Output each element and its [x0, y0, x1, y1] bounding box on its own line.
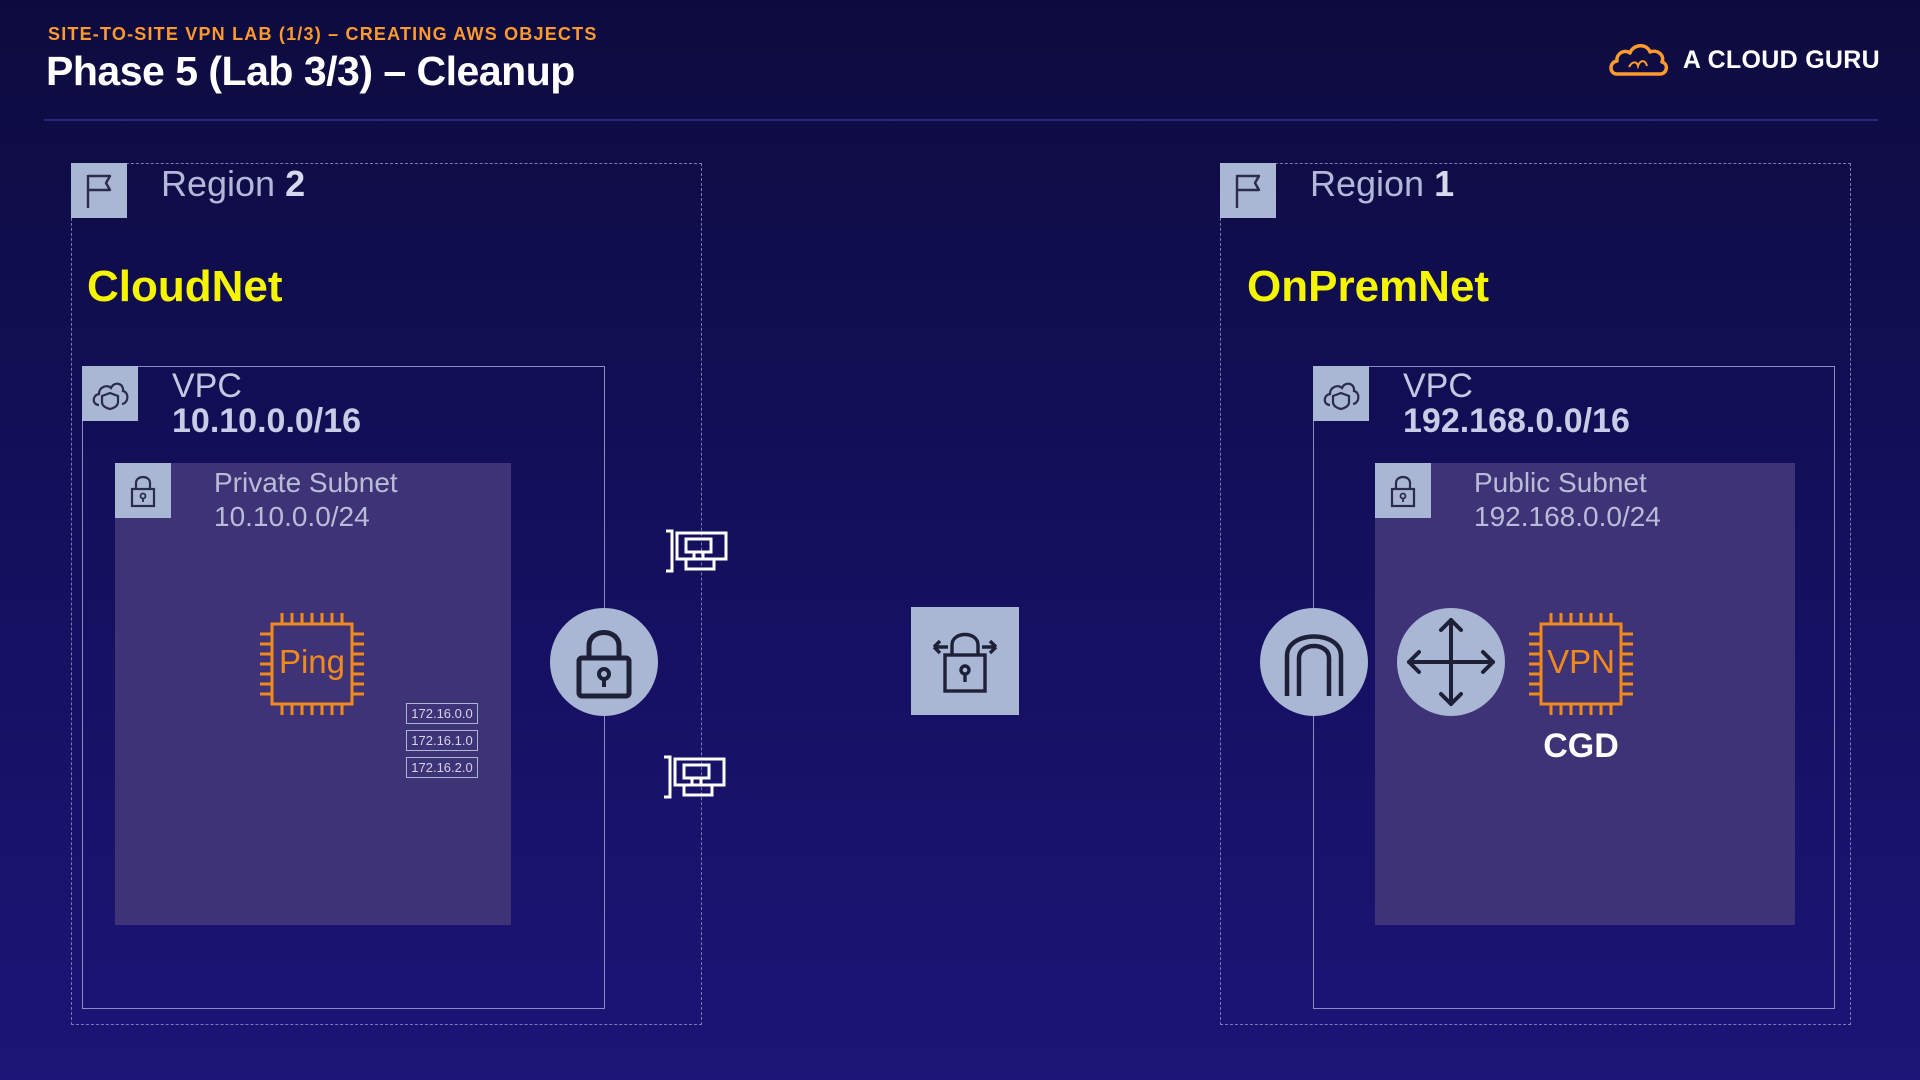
cloud-shield-icon [1313, 366, 1369, 421]
vpn-connection-icon[interactable] [911, 607, 1019, 715]
header-divider [44, 119, 1878, 121]
flag-icon [71, 163, 127, 218]
subnet-cidr: 10.10.0.0/24 [214, 501, 370, 532]
arrows-cross-icon[interactable] [1397, 608, 1505, 716]
region-number: 1 [1434, 163, 1455, 204]
ec2-chip-icon[interactable]: Ping [256, 609, 368, 719]
flag-icon [1220, 163, 1276, 218]
page-title: Phase 5 (Lab 3/3) – Cleanup [46, 48, 575, 94]
route-entry: 172.16.2.0 [406, 757, 478, 778]
internet-gateway-icon[interactable] [1260, 608, 1368, 716]
vpn-gateway-icon[interactable] [550, 608, 658, 716]
route-entry: 172.16.0.0 [406, 703, 478, 724]
cloudnet-title: CloudNet [87, 262, 283, 311]
brand-logo: A CLOUD GURU [1607, 40, 1880, 80]
onpremnet-title: OnPremNet [1247, 262, 1490, 311]
vpc-cidr: 192.168.0.0/16 [1403, 402, 1630, 440]
region-2-boundary [71, 163, 702, 1025]
region-1-boundary [1220, 163, 1851, 1025]
network-card-icon [664, 529, 730, 578]
subnet-name: Public Subnet [1474, 467, 1647, 498]
lab-kicker: SITE-TO-SITE VPN LAB (1/3) – CREATING AW… [48, 24, 598, 44]
subnet-name: Private Subnet [214, 467, 398, 498]
vpc-label: VPC [1403, 367, 1473, 405]
network-card-icon [662, 755, 728, 804]
cloud-logo-icon [1609, 44, 1668, 76]
private-subnet-label: Private Subnet 10.10.0.0/24 [214, 466, 398, 534]
route-entry: 172.16.1.0 [406, 730, 478, 751]
vpc-cidr: 10.10.0.0/16 [172, 402, 362, 440]
brand-name: A CLOUD GURU [1682, 45, 1880, 74]
region-number: 2 [285, 163, 306, 204]
instance-label: VPN [1547, 643, 1615, 680]
cgd-caption: CGD [1543, 727, 1619, 765]
padlock-icon [1375, 463, 1431, 518]
cloud-shield-icon [82, 366, 138, 421]
route-table: 172.16.0.0 172.16.1.0 172.16.2.0 [406, 703, 478, 778]
region-word: Region [161, 163, 276, 204]
public-subnet-label: Public Subnet 192.168.0.0/24 [1474, 466, 1661, 534]
ec2-chip-icon[interactable]: VPN [1525, 609, 1637, 719]
region-1-label: Region 1 [1310, 163, 1454, 205]
subnet-cidr: 192.168.0.0/24 [1474, 501, 1661, 532]
region-2-label: Region 2 [161, 163, 305, 205]
instance-label: Ping [278, 643, 346, 680]
region-word: Region [1310, 163, 1425, 204]
padlock-icon [115, 463, 171, 518]
vpc-label: VPC [172, 367, 242, 405]
private-subnet [115, 463, 511, 925]
